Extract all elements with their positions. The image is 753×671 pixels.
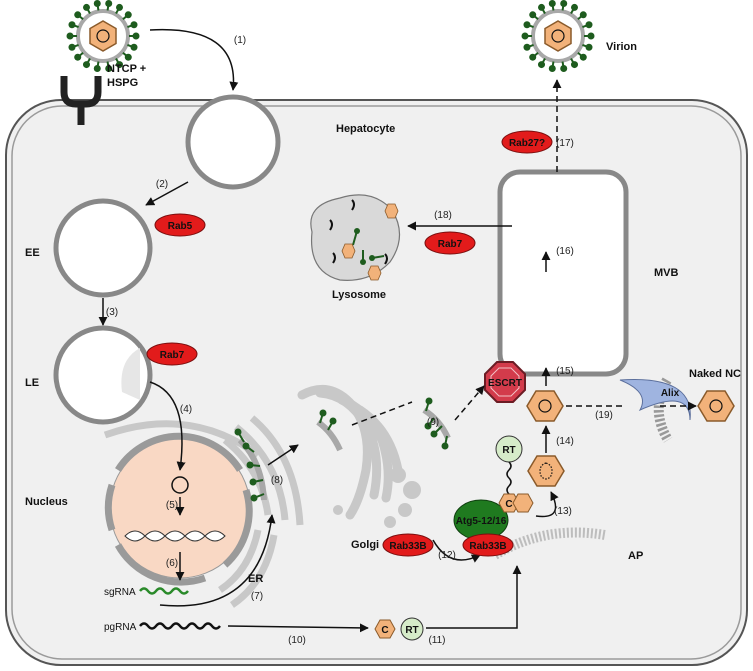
- pathway-arrows: [98, 28, 697, 633]
- rab-rab7-lys: Rab7: [424, 231, 476, 255]
- step-label-17: (17): [556, 138, 574, 149]
- c-label-ap: C: [505, 499, 512, 510]
- pgrna-rt-complex-ap: RT C: [495, 435, 534, 513]
- rab-rab33b-golgi: Rab33B: [382, 533, 434, 557]
- receptor-label-line2: HSPG: [107, 77, 138, 89]
- rab-label: Rab5: [168, 221, 193, 232]
- endocytic-vesicle: [185, 94, 281, 190]
- early-endosome: [53, 198, 153, 298]
- escrt-complex: ESCRT: [484, 361, 526, 403]
- step-label-14: (14): [556, 436, 574, 447]
- step-label-2: (2): [156, 179, 168, 190]
- late-endosome: [53, 325, 153, 425]
- virion-entering: [66, 0, 140, 72]
- envelope-membrane-fragment-vesicle: [422, 397, 451, 450]
- envelope-membrane-fragment-golgi: [316, 409, 343, 452]
- lysosome-contents-icon: [329, 199, 399, 281]
- golgi-label: Golgi: [351, 539, 379, 551]
- step-label-8: (8): [271, 475, 283, 486]
- nucleocapsid-icon: [526, 390, 564, 422]
- step-label-6: (6): [166, 558, 178, 569]
- lysosome: [310, 194, 401, 281]
- mvb-label: MVB: [654, 267, 679, 279]
- virion-released: [521, 0, 595, 72]
- rab-rab5: Rab5: [154, 213, 206, 237]
- step-label-10: (10): [288, 635, 306, 646]
- golgi-apparatus: [297, 384, 421, 528]
- step-label-16: (16): [556, 246, 574, 257]
- lysosome-label: Lysosome: [332, 289, 386, 301]
- nucleus: [104, 432, 253, 586]
- hepatocyte-label: Hepatocyte: [336, 123, 395, 135]
- ee-label: EE: [25, 247, 40, 259]
- rab-label: Rab33B: [469, 541, 506, 552]
- alix-label: Alix: [661, 388, 680, 399]
- virion-label: Virion: [606, 41, 637, 53]
- atg-label: Atg5-12/16: [456, 516, 507, 527]
- rt-label: RT: [405, 625, 418, 636]
- rab-label: Rab27?: [509, 138, 545, 149]
- ntcp-hspg-receptor: [60, 76, 102, 125]
- step-label-15: (15): [556, 366, 574, 377]
- step-label-5: (5): [166, 500, 178, 511]
- rab-label: Rab7: [438, 239, 463, 250]
- naked-nucleocapsid-icon: [697, 390, 735, 422]
- nucleus-label: Nucleus: [25, 496, 68, 508]
- step-label-7: (7): [251, 591, 263, 602]
- rab-label: Rab33B: [389, 541, 426, 552]
- pgrna-strand: [139, 622, 221, 630]
- le-label: LE: [25, 377, 39, 389]
- rt-label-ap: RT: [502, 445, 515, 456]
- step-numbers: (1) (2) (3) (4) (5) (6) (7) (8) (9) (10) (11) (12) (…: [106, 35, 613, 646]
- step-label-13: (13): [554, 506, 572, 517]
- mature-nucleocapsid-icon: [527, 455, 565, 487]
- rab-rab27: Rab27?: [501, 130, 553, 154]
- step-label-9: (9): [427, 417, 439, 428]
- step-label-12: (12): [438, 550, 456, 561]
- step-label-19: (19): [595, 410, 613, 421]
- sgrna-label: sgRNA: [104, 587, 136, 598]
- pgrna-label: pgRNA: [104, 622, 137, 633]
- naked-nc-label: Naked NC: [689, 368, 741, 380]
- rab-rab7-le: Rab7: [146, 342, 198, 366]
- rab-label: Rab7: [160, 350, 185, 361]
- c-label: C: [381, 625, 388, 636]
- step-label-3: (3): [106, 307, 118, 318]
- step-label-11: (11): [428, 635, 445, 646]
- receptor-label-line1: NTCP +: [107, 63, 146, 75]
- envelope-membrane-fragment-er: [234, 428, 267, 502]
- er-label: ER: [248, 573, 263, 585]
- step-label-18: (18): [434, 210, 452, 221]
- alix-protein: Alix: [619, 379, 691, 421]
- region-labels: NTCP + HSPG Hepatocyte Virion EE LE Nucl…: [25, 41, 741, 633]
- step-label-4: (4): [180, 404, 192, 415]
- ap-label: AP: [628, 550, 643, 562]
- escrt-label: ESCRT: [488, 378, 522, 389]
- sgrna-strand: [139, 587, 189, 595]
- rab-rab33b-ap: Rab33B: [462, 533, 514, 557]
- multivesicular-body: [497, 169, 629, 377]
- core-protein-and-rt: C RT: [374, 617, 424, 641]
- step-label-1: (1): [234, 35, 246, 46]
